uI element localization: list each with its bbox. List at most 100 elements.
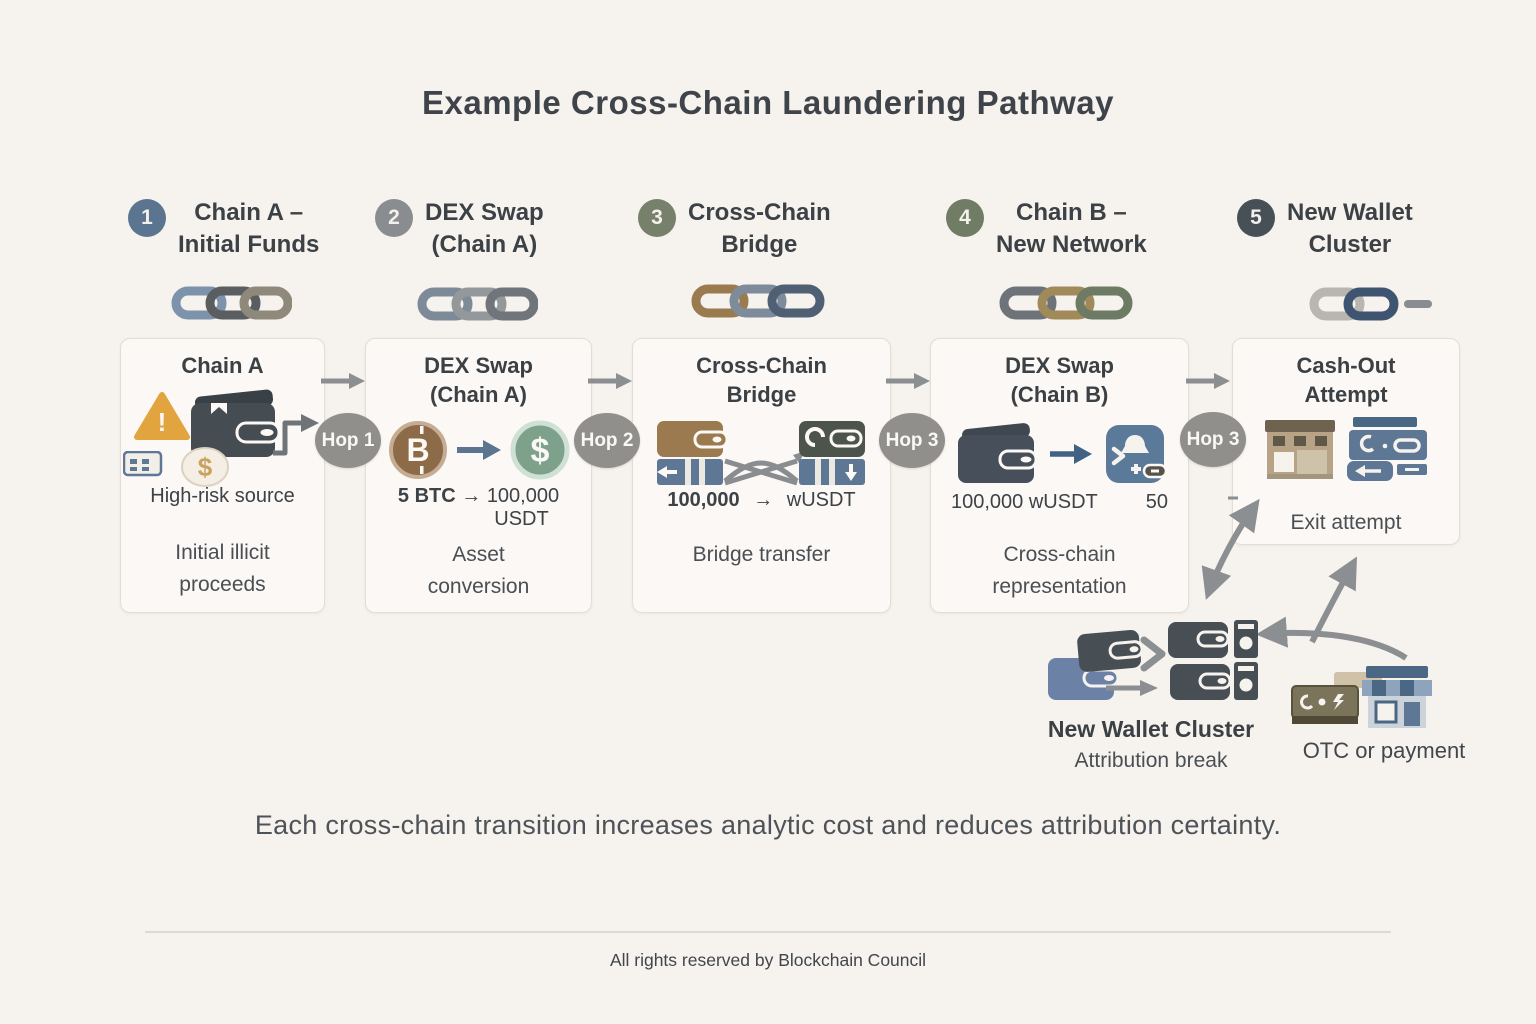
chain-link-icon-2 [417,287,538,321]
svg-text:B: B [406,432,429,468]
card-cross-chain-bridge: Cross-Chain Bridge 10 [632,338,891,613]
card-bridge-title: Cross-Chain Bridge [633,352,890,409]
step-3-label: Cross-Chain Bridge [688,197,831,262]
card-dex-a-arrow-glyph: → [461,485,482,507]
card-chain-a-caption-line1: Initial illicit [175,541,270,564]
card-cashout-caption: Exit attempt [1290,511,1402,534]
card-dex-a-amount-from: 5 BTC [397,485,456,507]
card-dex-a-caption: Asset conversion [366,539,591,602]
hop-3-badge: Hop 3 [879,413,945,468]
card-chain-a-title: Chain A [181,353,264,378]
step-1-label-line2: Initial Funds [178,231,320,259]
card-dex-b-value-left: 100,000 wUSDT [951,491,1098,513]
card-dex-b-caption-line2: representation [992,574,1127,598]
step-4-header: 4 Chain B – New Network [946,197,1147,262]
card-dex-a-amount-to-unit: USDT [494,508,549,530]
card-bridge-amount-from: 100,000 [667,489,740,511]
step-1-number-badge: 1 [128,199,166,237]
wallet-icon [957,423,1037,484]
step-3-label-line2: Bridge [721,231,798,259]
card-dex-a-value: 5 BTC → 100,000 USDT [366,485,591,531]
summary-note: Each cross-chain transition increases an… [254,810,1282,840]
chain-link-icon-4 [999,286,1133,320]
cashout-cluster-double-arrow [1201,498,1260,600]
mixer-app-icon [1105,425,1166,484]
bitcoin-coin-icon: B [388,421,447,480]
card-dex-swap-chain-a: DEX Swap (Chain A) B $ 5 BTC → [365,338,592,613]
svg-text:$: $ [198,452,213,482]
card-dex-a-icon-row: B $ [366,419,591,481]
card-cashout-title-line2: Attempt [1304,381,1388,407]
step-2-label-line1: DEX Swap [425,199,544,226]
card-dex-b-icon-row [931,421,1188,487]
step-5-header: 5 New Wallet Cluster [1237,197,1413,262]
step-2-label: DEX Swap (Chain A) [425,197,544,262]
card-bridge-value: 100,000 → wUSDT [633,489,890,512]
bridge-wallets-icon [657,421,865,486]
card-dex-b-title-line2: (Chain B) [1010,381,1109,407]
card-dex-b-value-right: 50 [1145,491,1168,513]
page-title: Example Cross-Chain Laundering Pathway [422,84,1114,121]
card-bridge-title-line1: Cross-Chain [696,353,827,378]
new-wallet-cluster-icon [1048,620,1258,700]
card-cashout-icon-row [1233,417,1459,482]
card-chain-a-caption-line2: proceeds [179,572,266,596]
swap-arrow-icon [456,440,501,461]
step-3-label-line1: Cross-Chain [688,199,831,226]
otc-cash-store-icon [1291,666,1432,728]
cluster-connector-arrows [1201,496,1408,661]
step-2-number-badge: 2 [375,199,413,237]
id-card-icon [123,451,163,477]
step-1-header: 1 Chain A – Initial Funds [128,197,319,262]
card-chain-a-value: High-risk source [150,485,295,507]
card-cash-out-attempt: Cash-Out Attempt [1232,338,1460,545]
card-bridge-title-line2: Bridge [726,381,797,407]
step-4-label-line2: New Network [996,231,1147,259]
step-5-label: New Wallet Cluster [1287,197,1413,262]
dollar-coin-icon: $ [510,420,569,480]
card-chain-a-caption: Initial illicit proceeds [121,537,324,600]
chain-link-icon-1 [171,286,292,320]
outflow-step-arrow-icon [273,414,319,456]
flow-arrow-4-icon [1186,373,1230,389]
card-dex-b-value: 100,000 wUSDT 50 [951,491,1168,514]
card-dex-a-amount-to: 100,000 [486,485,560,507]
card-dex-a-title: DEX Swap (Chain A) [366,352,591,409]
card-dex-a-title-line1: DEX Swap [424,353,533,378]
footer-divider [145,931,1391,933]
cluster-subtitle: Attribution break [1074,749,1228,772]
transfer-arrow-icon [1049,444,1092,465]
card-dex-a-value-line1: 5 BTC → 100,000 [366,485,591,508]
card-dex-b-caption-line1: Cross-chain [1003,543,1116,566]
step-2-label-line2: (Chain A) [431,231,538,259]
wallet-icon: $ [181,389,281,487]
step-4-label: Chain B – New Network [996,197,1147,262]
card-dex-b-title-line1: DEX Swap [1005,353,1114,378]
storefront-icon [1265,420,1335,480]
card-bridge-caption: Bridge transfer [692,543,831,566]
footer-copyright: All rights reserved by Blockchain Counci… [609,950,927,970]
step-3-header: 3 Cross-Chain Bridge [638,197,831,262]
step-3-number-badge: 3 [638,199,676,237]
step-2-header: 2 DEX Swap (Chain A) [375,197,544,262]
step-4-label-line1: Chain B – [1016,199,1127,226]
chain-link-icon-3 [691,284,825,318]
card-bridge-amount-to: wUSDT [786,489,856,511]
otc-to-cluster-arrow [1255,616,1408,661]
hop-2-badge: Hop 2 [574,413,640,468]
payment-cards-icon [1347,417,1427,482]
flow-arrow-3-icon [886,373,930,389]
step-5-label-line2: Cluster [1308,231,1392,259]
chain-link-broken-icon-5 [1309,287,1432,321]
card-dex-a-caption-line2: conversion [427,574,530,598]
otc-label: OTC or payment [1302,738,1466,763]
svg-text:!: ! [158,407,167,437]
hop-1-badge: Hop 1 [315,413,381,468]
card-dex-a-caption-line1: Asset [452,543,505,566]
card-cashout-title-line1: Cash-Out [1296,353,1396,378]
flow-arrow-1-icon [321,373,365,389]
card-dex-b-caption: Cross-chain representation [931,539,1188,602]
step-1-label-line1: Chain A – [194,199,304,226]
card-dex-swap-chain-b: DEX Swap (Chain B) [930,338,1189,613]
